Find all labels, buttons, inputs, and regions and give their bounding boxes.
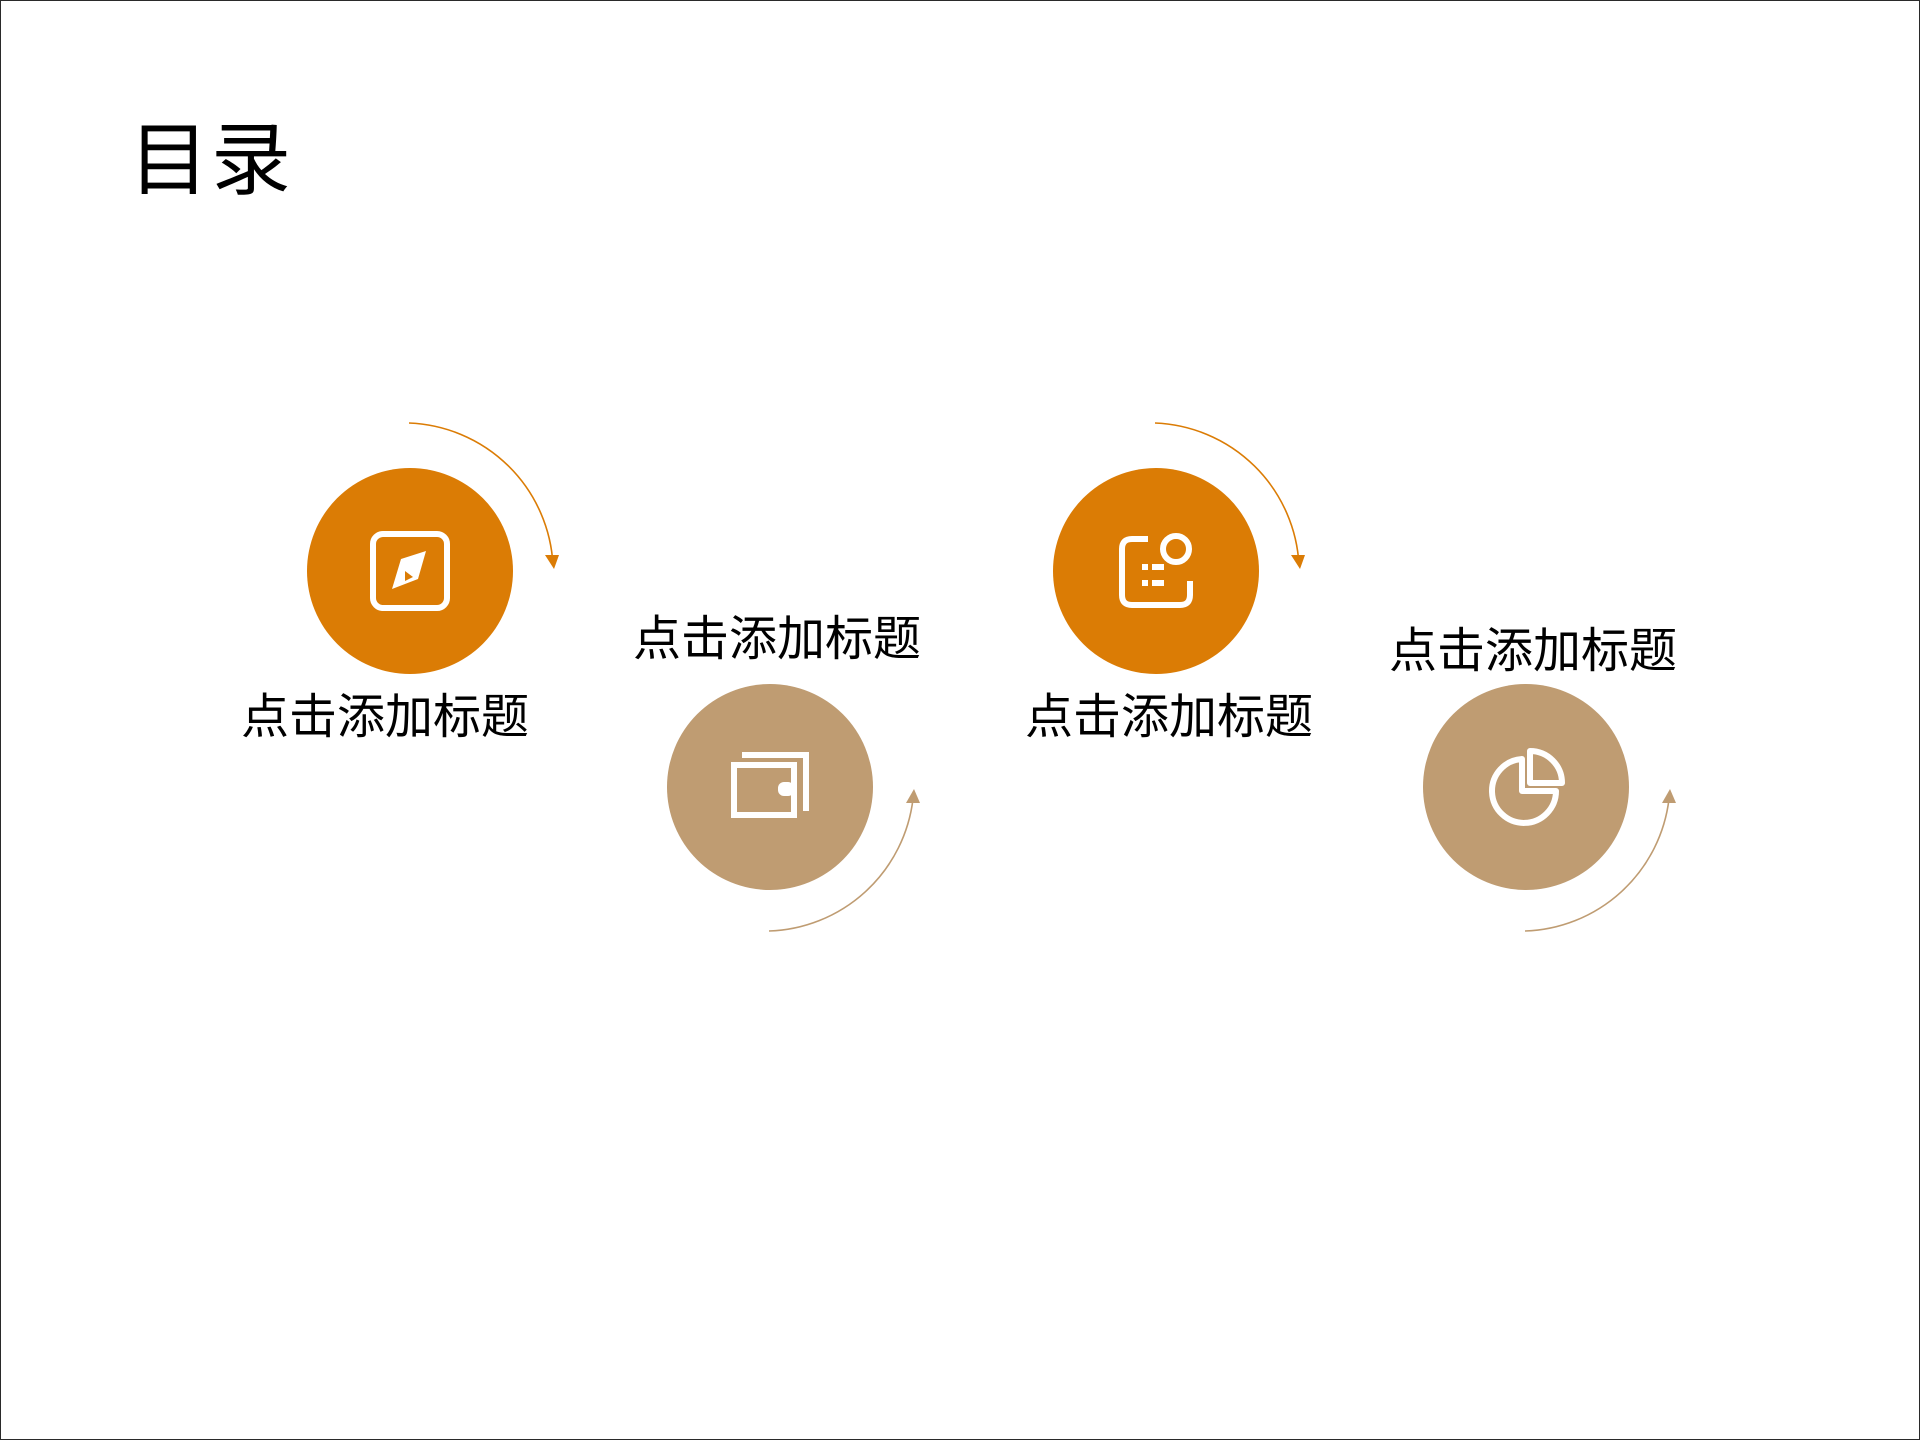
page-title: 目录 — [129, 114, 293, 207]
arc-arrow-1 — [408, 422, 559, 569]
item-2-circle[interactable] — [667, 684, 873, 890]
item-1-label: 点击添加标题 — [241, 689, 530, 745]
item-4-circle[interactable] — [1423, 684, 1629, 890]
arc-arrow-4 — [1524, 789, 1676, 932]
arc-arrow-2 — [768, 789, 920, 932]
pie-chart-icon — [1489, 748, 1565, 826]
wallet-icon — [731, 752, 809, 818]
compass-icon — [370, 531, 450, 611]
item-3-circle[interactable] — [1053, 468, 1259, 674]
item-3-label: 点击添加标题 — [1025, 689, 1314, 745]
item-2-label: 点击添加标题 — [633, 611, 922, 667]
item-1-circle[interactable] — [307, 468, 513, 674]
item-4-label: 点击添加标题 — [1389, 623, 1678, 679]
arc-arrow-3 — [1154, 422, 1305, 569]
profile-card-icon — [1119, 533, 1193, 608]
